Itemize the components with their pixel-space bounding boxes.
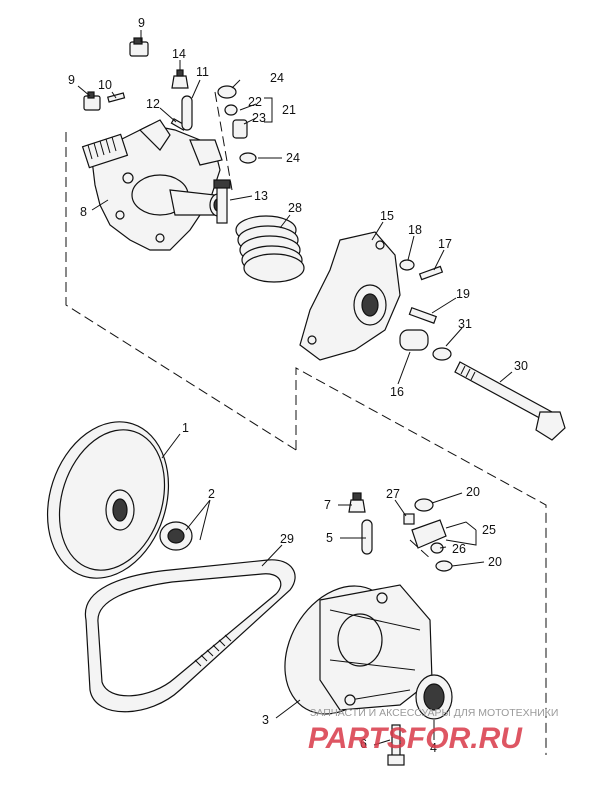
label-12: 12 [146,97,160,111]
sheave-part-1 [46,421,170,579]
label-3: 3 [262,713,269,727]
label-9-left: 9 [68,73,75,87]
watermark-tagline: ЗАПЧАСТИ И АКСЕССУАРЫ ДЛЯ МОТОТЕХНИКИ [310,707,558,719]
label-28: 28 [288,201,302,215]
clutch-assembly-part-3 [284,584,433,715]
label-22: 22 [248,95,262,109]
ring-and-bolt-group [387,674,453,766]
label-5: 5 [326,531,333,545]
label-30: 30 [514,359,528,373]
label-31: 31 [458,317,472,331]
label-27: 27 [386,487,400,501]
label-29: 29 [280,532,294,546]
label-13: 13 [254,189,268,203]
label-1: 1 [182,421,189,435]
clutch-spring-part-28 [235,215,305,283]
long-bolt-part-30 [454,361,566,441]
drive-clutch-hub-part-8 [81,119,227,251]
label-19: 19 [456,287,470,301]
label-11: 11 [196,65,209,79]
leader-lines [77,30,513,746]
label-25: 25 [482,523,496,537]
label-7: 7 [324,498,331,512]
label-2: 2 [208,487,215,501]
drive-belt-part-29 [84,559,296,713]
label-8: 8 [80,205,87,219]
label-23: 23 [252,111,266,125]
label-20-bottom: 20 [488,555,502,569]
label-16: 16 [390,385,404,399]
label-6: 6 [360,737,367,751]
label-14: 14 [172,47,186,61]
bushing-part-2 [159,521,193,551]
clutch-small-parts-group [348,492,453,572]
cover-hardware-group [399,259,452,361]
label-9-top: 9 [138,16,145,30]
small-hardware-group [83,37,257,224]
label-4: 4 [430,741,437,755]
label-18: 18 [408,223,422,237]
label-20-top: 20 [466,485,480,499]
label-10: 10 [98,78,112,92]
label-24-mid: 24 [286,151,300,165]
clutch-cover-part-15 [299,231,401,361]
label-17: 17 [438,237,452,251]
watermark: ЗАПЧАСТИ И АКСЕССУАРЫ ДЛЯ МОТОТЕХНИКИ PA… [308,707,558,755]
part-labels: 9 14 9 10 11 24 12 22 21 23 24 13 28 8 1… [68,16,528,755]
label-26: 26 [452,542,466,556]
label-24-top: 24 [270,71,284,85]
label-15: 15 [380,209,394,223]
watermark-logo: PARTSFOR.RU [308,722,523,755]
label-21: 21 [282,103,296,117]
